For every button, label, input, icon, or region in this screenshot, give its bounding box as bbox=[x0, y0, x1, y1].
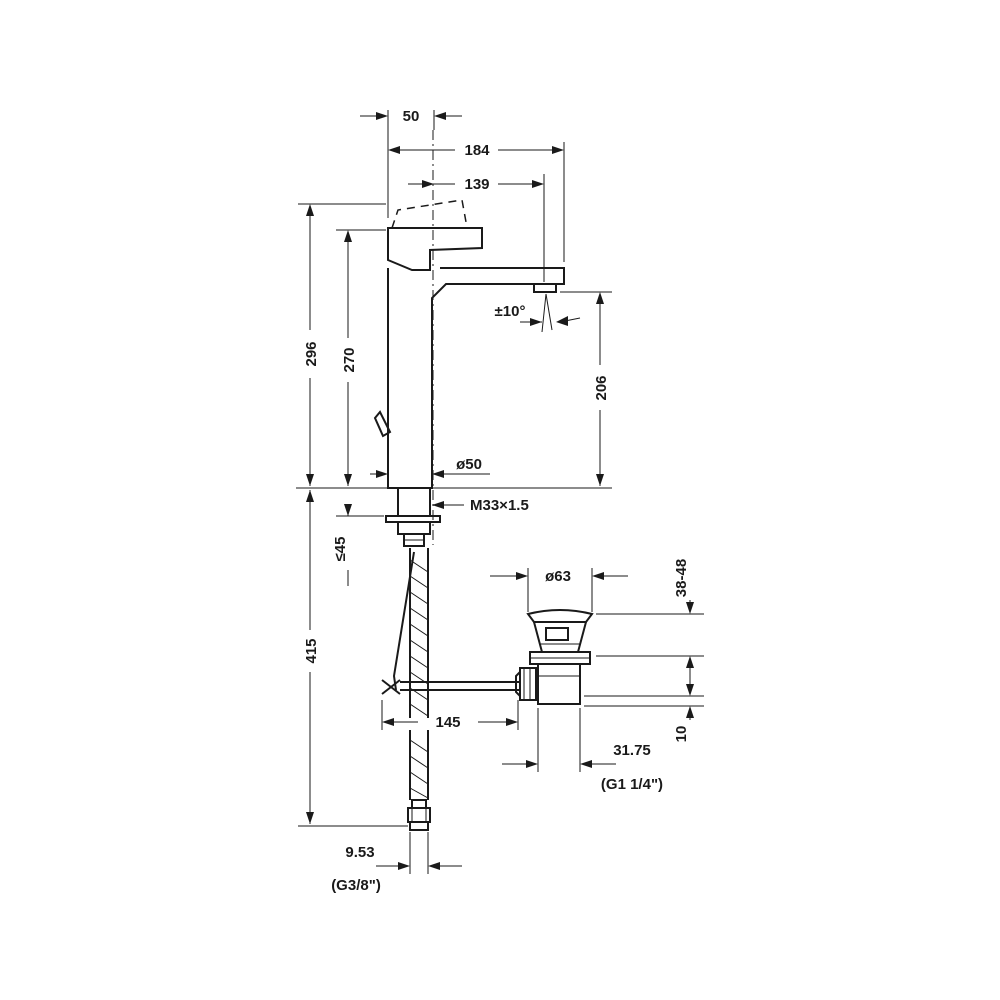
dim-415: 415 bbox=[303, 638, 320, 663]
dim-g3-8: (G3/8") bbox=[331, 877, 381, 894]
dim-139: 139 bbox=[464, 176, 489, 193]
pop-up-rod bbox=[381, 551, 520, 695]
dim-dia50: ø50 bbox=[456, 456, 482, 473]
dim-184: 184 bbox=[464, 142, 490, 159]
dim-angle: ±10° bbox=[495, 303, 526, 320]
dim-31-75: 31.75 bbox=[613, 742, 651, 759]
faucet-body bbox=[373, 199, 565, 547]
dim-dia63: ø63 bbox=[545, 568, 571, 585]
dim-9-53: 9.53 bbox=[345, 844, 374, 861]
dim-270: 270 bbox=[341, 347, 358, 372]
dim-thread: M33×1.5 bbox=[470, 497, 529, 514]
drain-waste bbox=[515, 609, 594, 705]
dim-10: 10 bbox=[673, 726, 690, 743]
dimension-lines bbox=[296, 110, 704, 874]
dim-206: 206 bbox=[593, 375, 610, 400]
dimension-labels: 50 184 139 296 270 ±10° 206 ø50 M33×1.5 … bbox=[303, 108, 690, 894]
dim-296: 296 bbox=[303, 341, 320, 366]
dim-le45: ≤45 bbox=[332, 537, 349, 562]
dim-38-48: 38-48 bbox=[673, 559, 690, 597]
dim-145: 145 bbox=[435, 714, 460, 731]
dim-g1-1-4: (G1 1/4") bbox=[601, 776, 663, 793]
dim-50-top: 50 bbox=[403, 108, 420, 125]
